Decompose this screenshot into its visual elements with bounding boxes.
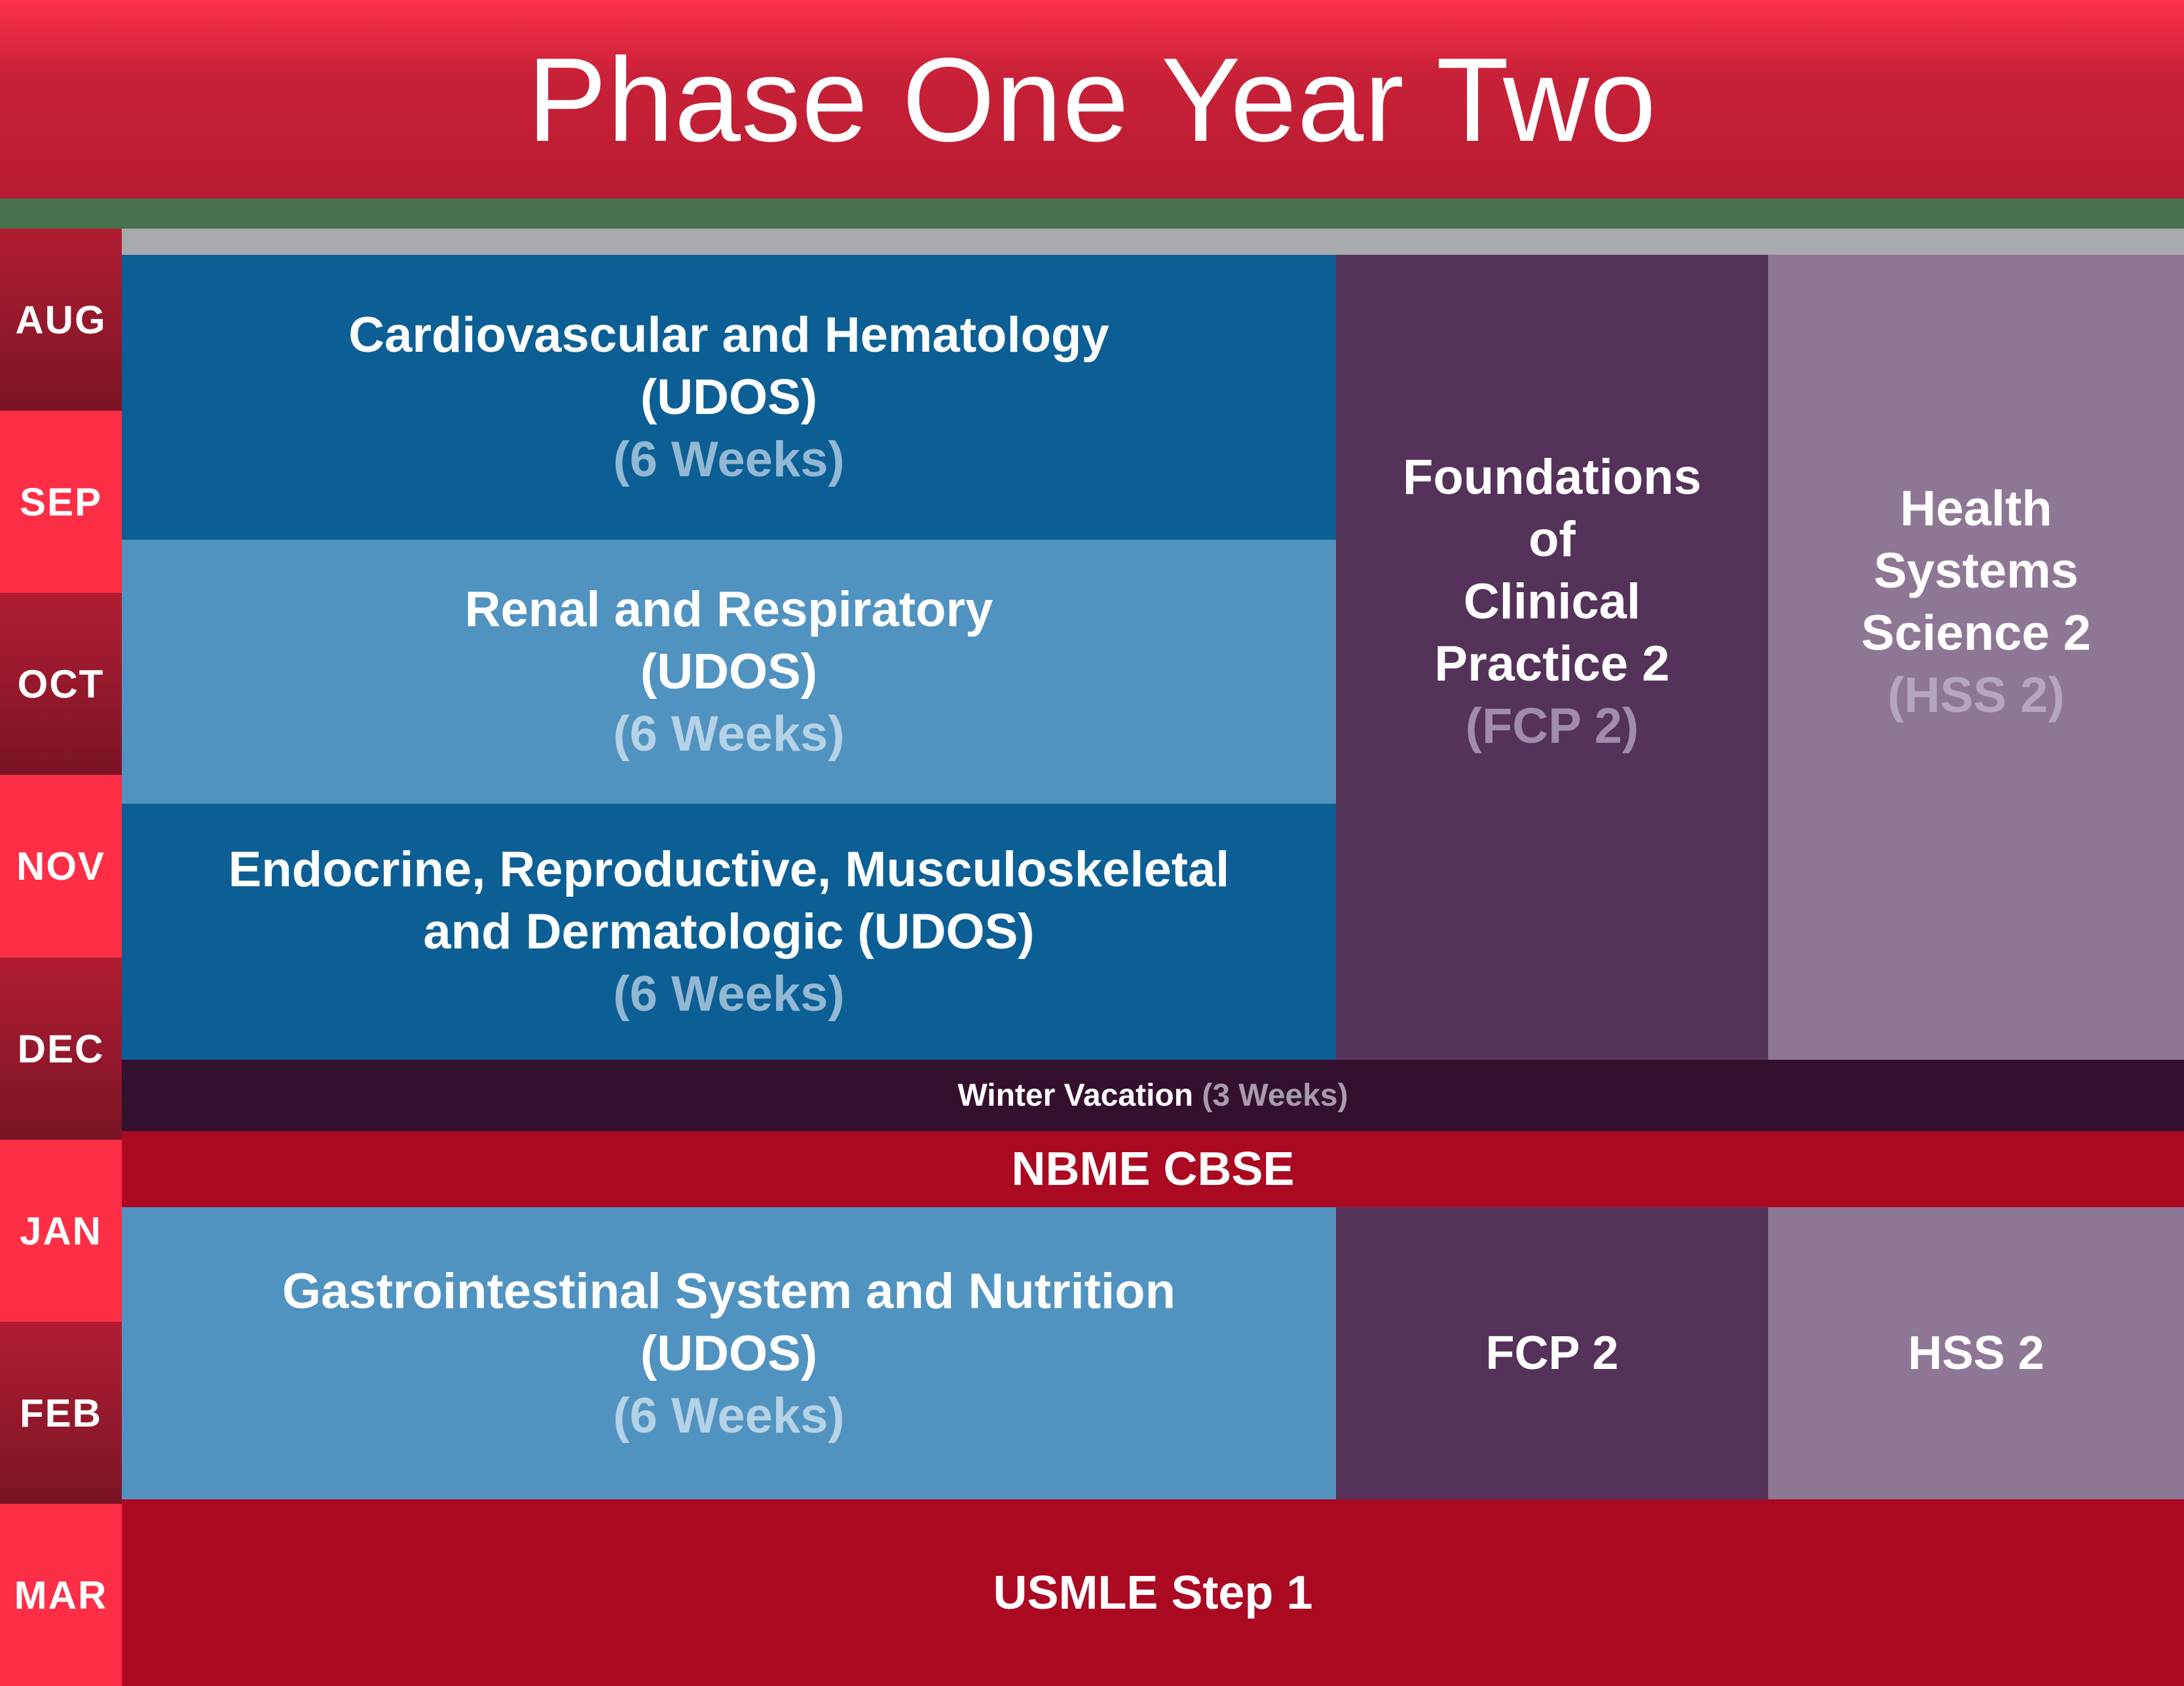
course-duration: (6 Weeks): [613, 966, 845, 1022]
month-label-sep: SEP: [0, 411, 122, 593]
course-title: Gastrointestinal System and Nutrition: [282, 1263, 1175, 1319]
column-health-systems-science-2: Health Systems Science 2 (HSS 2): [1768, 255, 2184, 1060]
gray-divider-bar: [122, 229, 2184, 255]
course-subtitle: (UDOS): [640, 369, 818, 425]
fcp-column-text: Foundations of Clinical Practice 2 (FCP …: [1403, 446, 1701, 757]
column-foundations-of-clinical-practice-2: Foundations of Clinical Practice 2 (FCP …: [1336, 255, 1768, 1060]
course-duration: (6 Weeks): [613, 706, 845, 762]
course-duration: (6 Weeks): [613, 432, 845, 487]
course-block-endocrine-reproductive-msk-derm: Endocrine, Reproductive, Musculoskeletal…: [122, 804, 1336, 1060]
hss-abbreviation: (HSS 2): [1887, 667, 2065, 723]
course-block-gastrointestinal-nutrition: Gastrointestinal System and Nutrition (U…: [122, 1207, 1336, 1499]
header-banner: Phase One Year Two: [0, 0, 2184, 198]
month-label-nov: NOV: [0, 775, 122, 958]
green-divider-bar: [0, 198, 2184, 229]
nbme-cbse-strip: NBME CBSE: [122, 1131, 2184, 1207]
winter-vacation-duration: (3 Weeks): [1202, 1078, 1348, 1113]
course-title: Renal and Respiratory: [464, 582, 993, 637]
course-subtitle: (UDOS): [640, 644, 818, 700]
winter-vacation-label: Winter Vacation: [957, 1078, 1194, 1113]
month-label-mar: MAR: [0, 1504, 122, 1686]
winter-vacation-strip: Winter Vacation (3 Weeks): [122, 1060, 2184, 1131]
month-label-dec: DEC: [0, 958, 122, 1140]
course-title: Cardiovascular and Hematology: [348, 307, 1109, 363]
course-duration: (6 Weeks): [613, 1387, 845, 1444]
usmle-step1-strip: USMLE Step 1: [122, 1499, 2184, 1686]
month-label-oct: OCT: [0, 593, 122, 775]
block-hss2-continued: HSS 2: [1768, 1207, 2184, 1499]
course-title: Endocrine, Reproductive, Musculoskeletal: [228, 842, 1230, 897]
block-fcp2-continued: FCP 2: [1336, 1207, 1768, 1499]
page-title: Phase One Year Two: [527, 32, 1657, 166]
month-label-aug: AUG: [0, 229, 122, 411]
month-label-feb: FEB: [0, 1322, 122, 1504]
course-subtitle: (UDOS): [640, 1325, 818, 1381]
hss-column-text: Health Systems Science 2 (HSS 2): [1861, 478, 2091, 726]
course-block-cardiovascular-hematology: Cardiovascular and Hematology (UDOS) (6 …: [122, 255, 1336, 540]
course-title-line2: and Dermatologic (UDOS): [423, 904, 1035, 960]
month-label-jan: JAN: [0, 1140, 122, 1322]
course-block-renal-respiratory: Renal and Respiratory (UDOS) (6 Weeks): [122, 540, 1336, 804]
fcp-abbreviation: (FCP 2): [1465, 698, 1639, 754]
